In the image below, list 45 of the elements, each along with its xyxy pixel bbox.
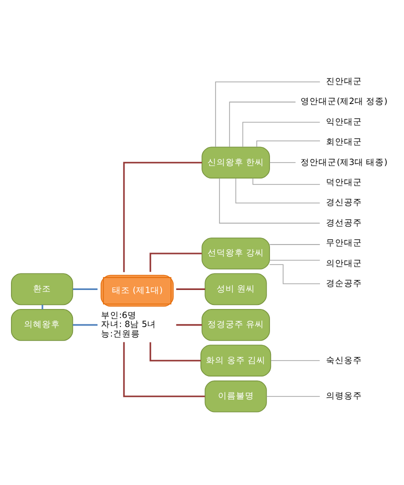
node-text: 의안대군 [326, 258, 362, 268]
connector [269, 264, 320, 284]
node-text: 익안대군 [326, 116, 362, 127]
node-box: 환조 [10, 272, 74, 305]
connector [176, 324, 202, 326]
connector [266, 395, 320, 396]
node-label: 자녀: 8남 5녀 [101, 320, 156, 330]
node-text: 무안대군 [326, 238, 362, 248]
connector [269, 162, 296, 163]
connector [176, 288, 206, 290]
node-box: 정경궁주 유씨 [202, 308, 270, 340]
node-text: 경선공주 [326, 218, 362, 228]
connector [235, 177, 320, 203]
node-text: 정안대군(제3대 태종) [300, 157, 388, 168]
node-box: 성비 원씨 [204, 272, 267, 305]
node-text: 경신공주 [326, 198, 362, 208]
connector [72, 324, 98, 326]
connector [252, 177, 320, 184]
node-text: 영안대군(제2대 정종) [300, 96, 388, 107]
node-text: 덕안대군 [326, 177, 362, 188]
node-label: 능:건원릉 [101, 328, 140, 339]
node-box: 의혜왕후 [10, 308, 74, 340]
node-text: 의령옹주 [326, 391, 362, 402]
connector [269, 259, 320, 260]
connector [270, 360, 320, 361]
connector [256, 140, 320, 147]
connector [150, 252, 202, 272]
node-box: 이름불명 [204, 380, 267, 412]
node-text: 진안대군 [326, 76, 362, 87]
node-text: 경순공주 [326, 278, 362, 288]
connector [229, 101, 296, 147]
node-box: 신의왕후 한씨 [202, 146, 270, 178]
connector [123, 161, 202, 272]
node-text: 회안대군 [326, 137, 362, 148]
node-text: 숙신옹주 [326, 355, 362, 366]
node-label: 부인:6명 [101, 310, 136, 320]
connector [42, 304, 44, 309]
connector [72, 288, 98, 290]
connector [215, 80, 320, 147]
node-box: 선덕왕후 강씨 [202, 237, 270, 269]
connector [242, 121, 320, 147]
connector [123, 342, 205, 397]
node-box: 화의 옹주 김씨 [200, 344, 272, 376]
connector [150, 342, 201, 361]
connector [219, 177, 320, 224]
